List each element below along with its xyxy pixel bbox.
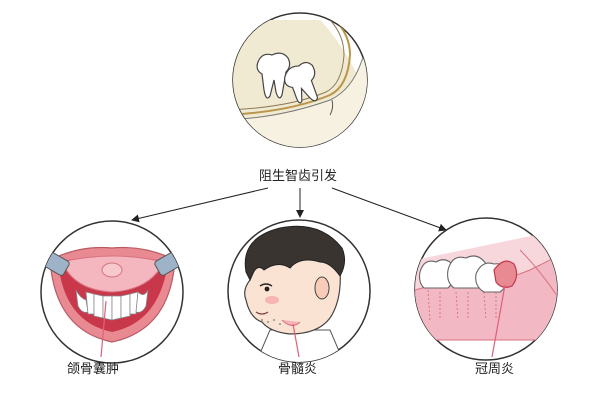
open-mouth-cyst-illustration	[40, 220, 184, 364]
outcome-label-osteomyelitis: 骨髓炎	[278, 362, 318, 377]
source-label: 阻生智齿引发	[259, 169, 338, 184]
impacted-wisdom-tooth-illustration	[232, 12, 368, 148]
arrows	[131, 187, 447, 232]
outcome-label-cyst: 颌骨囊肿	[67, 362, 120, 377]
cyst-pointer	[100, 300, 107, 358]
swollen-face-illustration	[227, 219, 371, 363]
pericoronitis-pointer	[491, 284, 506, 358]
osteomyelitis-pointer	[292, 323, 300, 358]
arrow-to-pericoronitis	[331, 187, 447, 232]
arrow-to-cyst	[131, 187, 269, 223]
inflamed-gum-wisdom-tooth-illustration	[414, 217, 558, 361]
outcome-label-pericoronitis: 冠周炎	[475, 362, 515, 377]
